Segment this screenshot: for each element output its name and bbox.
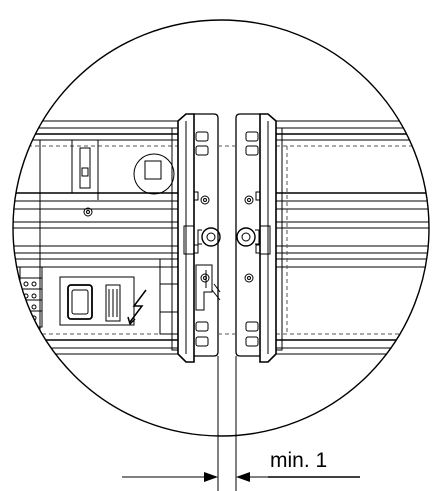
gap-dimension [122,356,360,491]
detail-circle [12,19,430,437]
right-cabinet [276,120,429,355]
right-door-frame [235,113,283,363]
center-connectors [197,227,260,247]
gap-dimension-label: min. 1 [270,449,328,472]
left-door-frame [171,113,221,363]
left-cabinet [13,120,179,355]
